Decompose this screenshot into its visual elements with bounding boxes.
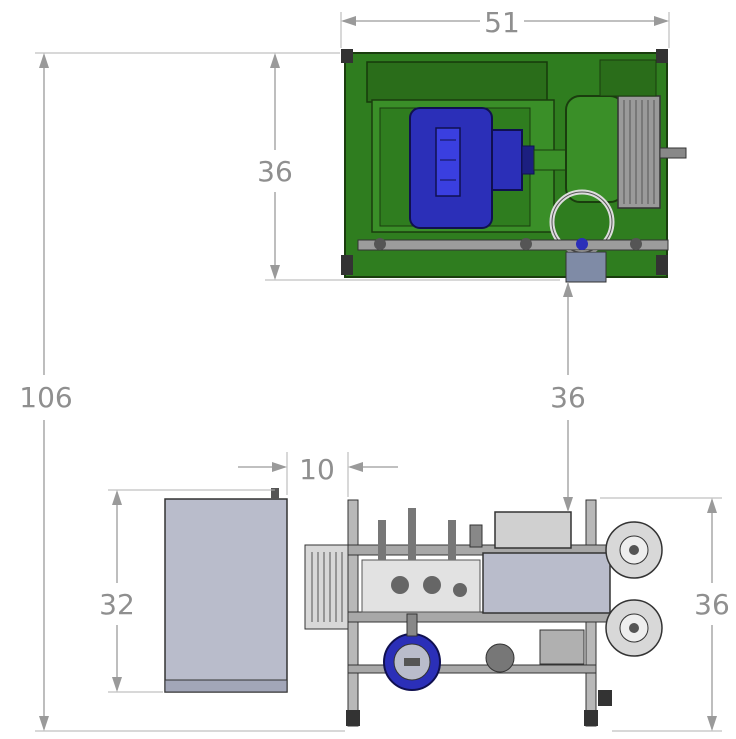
frame-foot	[341, 255, 353, 275]
frame-foot	[656, 49, 668, 63]
frame-foot	[346, 710, 360, 726]
shaft-coupling	[533, 149, 569, 171]
valve	[374, 238, 386, 250]
pump-housing	[565, 95, 687, 209]
wheel	[605, 599, 663, 657]
frame-foot	[598, 690, 612, 706]
frame-foot	[584, 710, 598, 726]
frame-foot	[341, 49, 353, 63]
front-view	[164, 488, 663, 727]
dim-top-height: 36	[257, 155, 293, 188]
valve	[576, 238, 588, 250]
dim-tank-height: 32	[99, 588, 135, 621]
frame-foot	[656, 255, 668, 275]
motor	[409, 107, 535, 229]
piping-rail	[357, 239, 669, 251]
dim-overall-height: 106	[19, 381, 72, 414]
dimension-lines	[35, 12, 722, 732]
pump-front	[383, 613, 441, 691]
wheel	[605, 521, 663, 579]
tank-cap	[271, 488, 279, 499]
dim-top-width: 51	[484, 6, 520, 39]
valve	[520, 238, 532, 250]
fitting	[539, 629, 585, 665]
tank-base	[164, 679, 288, 693]
valve	[630, 238, 642, 250]
gauge-box	[565, 251, 607, 283]
cabinet	[482, 552, 611, 614]
frame-block	[599, 59, 657, 97]
dim-bottom-spacing: 10	[299, 453, 335, 486]
tank	[164, 498, 288, 693]
frame-rail	[347, 664, 597, 674]
pressure-gauge	[485, 643, 515, 673]
control-box	[494, 511, 572, 549]
plumbing-cluster	[361, 508, 483, 613]
top-view	[341, 49, 687, 283]
dim-gap-between-views: 36	[550, 381, 586, 414]
top-view-panel	[366, 61, 548, 103]
dim-bottom-right-height: 36	[694, 588, 730, 621]
